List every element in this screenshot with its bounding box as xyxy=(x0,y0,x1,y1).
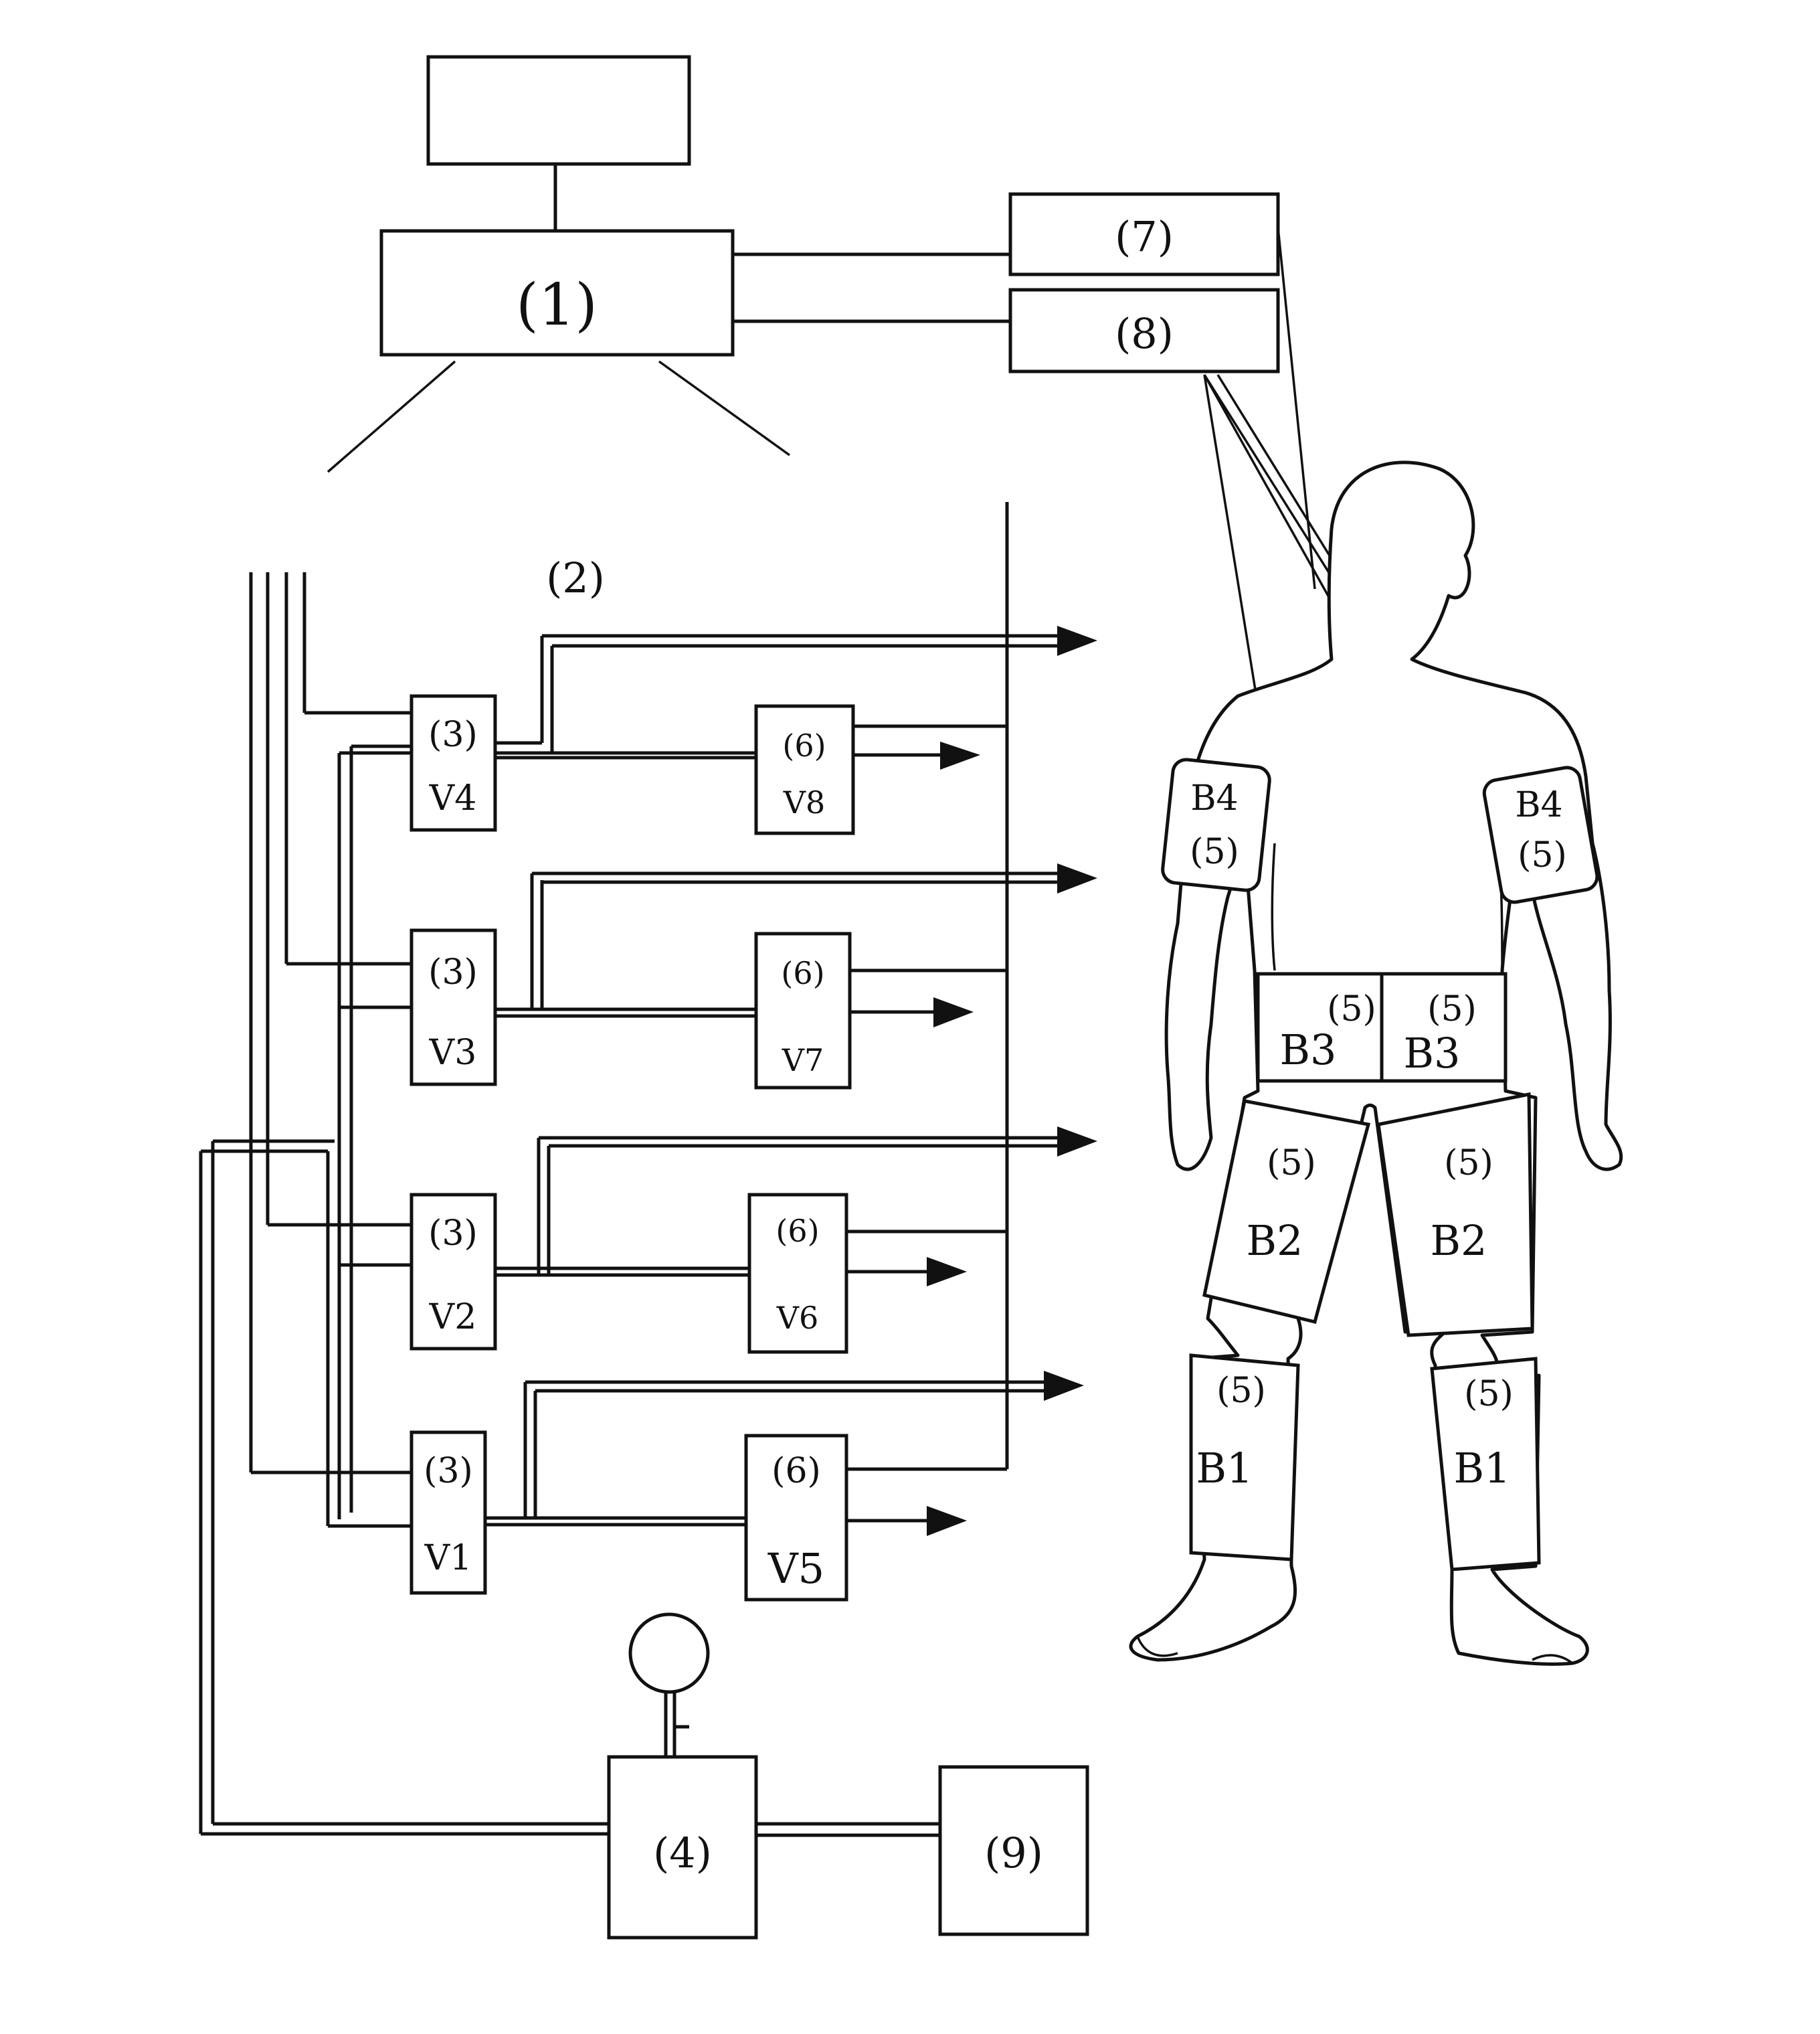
cuff-b4-right-tag: (5) xyxy=(1518,835,1567,875)
valve-v8-tag: (6) xyxy=(782,728,826,764)
cuff-b4-right-label: B4 xyxy=(1515,785,1562,825)
label-unit-2: (2) xyxy=(546,554,605,602)
cuff-b4-left-tag: (5) xyxy=(1190,832,1239,872)
valve-v3-label: V3 xyxy=(429,1033,477,1073)
arrow-right-icon xyxy=(1057,863,1097,894)
cuff-b3-belt: (5) B3 (5) B3 xyxy=(1256,972,1508,1083)
control-unit-1 xyxy=(379,229,735,357)
top-unlabeled-box xyxy=(426,55,691,166)
valve-v3 xyxy=(410,928,497,1086)
cuff-b4-left: B4 (5) xyxy=(1161,758,1271,892)
label-unit-9: (9) xyxy=(984,1829,1043,1877)
cuff-b1-right-label: B1 xyxy=(1453,1444,1510,1493)
valve-v6-label: V6 xyxy=(776,1300,819,1336)
valve-v1-label: V1 xyxy=(424,1538,472,1578)
cuff-b4-left-label: B4 xyxy=(1190,778,1238,819)
valve-v7-label: V7 xyxy=(782,1042,824,1078)
valve-v1 xyxy=(410,1430,487,1595)
valve-v8 xyxy=(754,704,855,835)
cuff-b2-left-tag: (5) xyxy=(1267,1143,1316,1183)
cuff-b3-left-label: B3 xyxy=(1279,1025,1336,1074)
valve-v4-tag: (3) xyxy=(428,715,478,755)
cuff-b1-left-tag: (5) xyxy=(1216,1371,1266,1411)
cuff-b3-right-tag: (5) xyxy=(1427,989,1477,1029)
pressure-gauge-icon xyxy=(628,1612,710,1694)
label-unit-7: (7) xyxy=(1115,212,1174,261)
cuff-b2-right: (5) B2 xyxy=(1376,1092,1534,1337)
pump-unit-4 xyxy=(607,1755,758,1940)
label-unit-4: (4) xyxy=(653,1829,712,1877)
valve-v5-tag: (6) xyxy=(771,1451,821,1491)
label-unit-8: (8) xyxy=(1115,309,1174,358)
unit-9-box xyxy=(938,1765,1089,1936)
valve-v7-tag: (6) xyxy=(781,955,824,991)
cuff-b1-right-tag: (5) xyxy=(1464,1374,1514,1414)
cuff-b1-left: (5) B1 xyxy=(1189,1353,1300,1561)
cuff-b1-right: (5) B1 xyxy=(1430,1357,1541,1572)
valve-v2-tag: (3) xyxy=(428,1213,478,1254)
arrow-right-icon xyxy=(927,1257,967,1286)
cuff-b2-left: (5) B2 xyxy=(1202,1099,1371,1325)
valve-v6-tag: (6) xyxy=(776,1213,819,1249)
arrow-right-icon xyxy=(933,997,974,1027)
arrow-right-icon xyxy=(1057,626,1097,656)
cuff-b3-left-tag: (5) xyxy=(1327,989,1376,1029)
cuff-b3-right-label: B3 xyxy=(1403,1029,1460,1078)
unit-8-box xyxy=(1008,288,1280,373)
arrow-right-icon xyxy=(1057,1126,1097,1157)
valve-v1-tag: (3) xyxy=(424,1451,473,1491)
unit-7-box xyxy=(1008,192,1280,276)
valve-v3-tag: (3) xyxy=(428,952,478,993)
valve-v2-label: V2 xyxy=(429,1297,477,1337)
cuff-b2-right-label: B2 xyxy=(1430,1216,1487,1265)
valve-v4 xyxy=(410,694,497,832)
arrow-right-icon xyxy=(927,1506,967,1536)
valve-v4-label: V4 xyxy=(429,778,477,819)
valve-v6 xyxy=(747,1193,848,1354)
valve-v5 xyxy=(744,1434,848,1602)
arrow-right-icon xyxy=(940,742,980,770)
cuff-b4-right: B4 (5) xyxy=(1482,766,1599,904)
arrow-right-icon xyxy=(1044,1371,1084,1401)
cuff-b2-right-tag: (5) xyxy=(1444,1143,1493,1183)
valve-v8-label: V8 xyxy=(783,784,826,821)
cuff-b2-left-label: B2 xyxy=(1246,1216,1303,1265)
valve-v2 xyxy=(410,1193,497,1351)
valve-v5-label: V5 xyxy=(767,1544,824,1593)
cuff-b1-left-label: B1 xyxy=(1196,1444,1253,1493)
label-unit-1: (1) xyxy=(516,272,598,339)
